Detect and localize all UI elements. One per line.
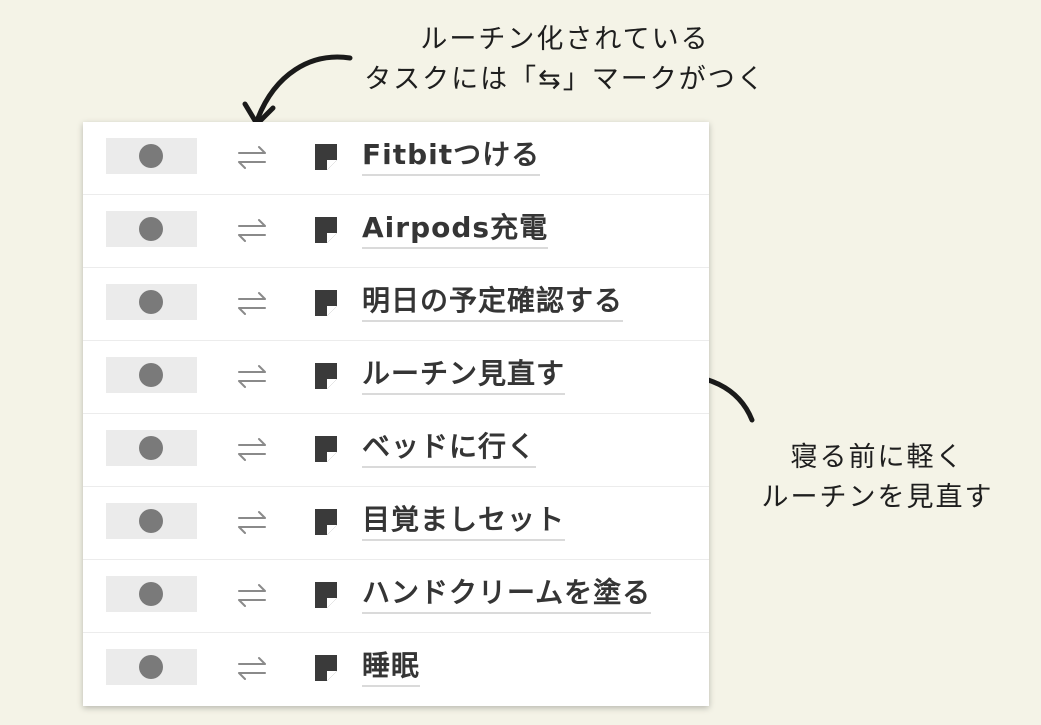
- page-icon: [315, 290, 337, 316]
- repeat-arrows-icon: [238, 511, 266, 534]
- task-title[interactable]: 睡眠: [362, 647, 421, 687]
- task-title[interactable]: Fitbitつける: [362, 136, 541, 176]
- status-cell[interactable]: [106, 649, 197, 685]
- repeat-arrows-icon: [238, 219, 266, 242]
- annotation-line: ルーチンを見直す: [761, 482, 994, 513]
- task-row[interactable]: Airpods充電: [83, 195, 709, 268]
- circle-dot-icon: [139, 290, 163, 314]
- page-icon: [315, 509, 337, 535]
- circle-dot-icon: [139, 363, 163, 387]
- status-cell[interactable]: [106, 576, 197, 612]
- status-cell[interactable]: [106, 284, 197, 320]
- repeat-arrows-icon: [238, 365, 266, 388]
- page-icon: [315, 217, 337, 243]
- repeat-arrows-icon: [238, 292, 266, 315]
- annotation-line: 寝る前に軽く: [790, 442, 965, 473]
- status-cell[interactable]: [106, 357, 197, 393]
- task-title[interactable]: ハンドクリームを塗る: [362, 574, 652, 614]
- repeat-arrows-icon: [238, 584, 266, 607]
- page-icon: [315, 436, 337, 462]
- routine-mark-annotation: ルーチン化されている タスクには「⇆」マークがつく: [330, 20, 800, 100]
- task-title[interactable]: ルーチン見直す: [362, 355, 566, 395]
- task-title[interactable]: Airpods充電: [362, 209, 549, 249]
- repeat-arrows-icon: [238, 657, 266, 680]
- status-cell[interactable]: [106, 503, 197, 539]
- circle-dot-icon: [139, 509, 163, 533]
- page-icon: [315, 655, 337, 681]
- task-row[interactable]: ハンドクリームを塗る: [83, 560, 709, 633]
- task-row[interactable]: Fitbitつける: [83, 122, 709, 195]
- repeat-arrows-icon: [238, 146, 266, 169]
- status-cell[interactable]: [106, 138, 197, 174]
- repeat-arrows-icon: [238, 438, 266, 461]
- task-title[interactable]: ベッドに行く: [362, 428, 537, 468]
- task-title[interactable]: 目覚ましセット: [362, 501, 566, 541]
- circle-dot-icon: [139, 144, 163, 168]
- annotation-line: ルーチン化されている: [420, 24, 710, 55]
- task-row[interactable]: ベッドに行く: [83, 414, 709, 487]
- page-icon: [315, 363, 337, 389]
- status-cell[interactable]: [106, 211, 197, 247]
- task-row[interactable]: 明日の予定確認する: [83, 268, 709, 341]
- task-row[interactable]: 目覚ましセット: [83, 487, 709, 560]
- task-row[interactable]: ルーチン見直す: [83, 341, 709, 414]
- review-routine-annotation: 寝る前に軽く ルーチンを見直す: [735, 438, 1020, 518]
- annotation-line: タスクには「⇆」マークがつく: [364, 64, 766, 95]
- task-list-panel: Fitbitつける Airpods充電 明日の予定確認する: [83, 122, 709, 706]
- circle-dot-icon: [139, 436, 163, 460]
- circle-dot-icon: [139, 217, 163, 241]
- task-title[interactable]: 明日の予定確認する: [362, 282, 624, 322]
- task-row[interactable]: 睡眠: [83, 633, 709, 706]
- circle-dot-icon: [139, 582, 163, 606]
- page-icon: [315, 144, 337, 170]
- status-cell[interactable]: [106, 430, 197, 466]
- page-icon: [315, 582, 337, 608]
- circle-dot-icon: [139, 655, 163, 679]
